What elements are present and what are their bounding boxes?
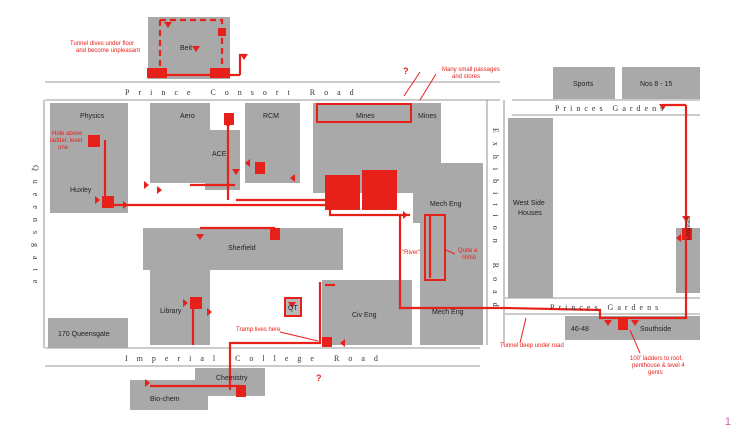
label-sherfield: Sherfield [228,245,256,252]
mines-outline [316,103,412,123]
marker-rcm [255,162,265,174]
label-linstead: Linstead [686,217,692,240]
building-physics [50,103,128,213]
road-imperial-college: Imperial College Road [125,354,387,363]
note-ladders-1: 100' ladders to roof, [630,356,683,362]
building-nos [622,67,700,99]
building-46-48 [565,316,603,340]
building-mech-eng-top [413,163,483,223]
label-46-48: 46-48 [571,326,589,333]
building-sports [553,67,615,99]
marker-southside [618,318,628,330]
note-question-2: ? [316,373,322,383]
tunnel-routes [103,18,688,390]
label-beit: Beit [180,45,192,52]
page-number: 1 [724,416,731,428]
note-small-passages-2: and stores [452,74,480,80]
road-prince-consort: Prince Consort Road [125,88,363,97]
label-nos: Nos 8 - 15 [640,81,672,88]
marker-sherfield [270,228,280,240]
note-hole-1: Hole above [52,131,83,137]
label-biochem: Bio-chem [150,396,180,403]
building-civ-eng [322,280,412,345]
label-queensgate-170: 170 Queensgate [58,331,110,338]
label-qt: QT [288,305,298,312]
note-tunnel-dives-2: and become unpleasant [76,48,140,54]
note-leaders [279,71,641,354]
buildings [48,17,700,410]
building-west-side [508,118,553,298]
note-tramp: Tramp lives here [236,327,281,333]
label-rcm: RCM [263,113,279,120]
label-southside: Southside [640,326,671,333]
note-ladders-2: penthouse & level 4 [632,363,685,369]
note-climb-1: Quite a [458,248,478,254]
building-ace [205,130,240,190]
qt-outline [284,297,302,317]
note-hole-3: one [58,145,69,151]
marker-ace [224,113,234,125]
arrows [92,22,690,387]
road-princes-gardens-bottom: Princes Gardens [550,303,662,312]
label-sports: Sports [573,81,594,88]
marker-chemistry [236,385,246,397]
note-tunnel-deep: Tunnel deep under road [500,343,564,349]
marker-beit-top [218,28,226,36]
label-mines2: Mines [418,113,437,120]
label-west-side-1: West Side [513,200,545,207]
note-climb-2: climb [462,255,477,261]
label-west-side-2: Houses [518,210,542,217]
label-huxley: Huxley [70,187,92,194]
building-queensgate-170 [48,318,128,348]
label-library: Library [160,308,182,315]
marker-beit-left [147,68,167,78]
note-question-1: ? [403,66,409,76]
label-physics: Physics [80,113,105,120]
river-outline [424,214,446,281]
road-queensgate: Queensgate [31,165,40,292]
note-ladders-3: gents [648,370,663,376]
marker-linstead [682,228,692,240]
road-princes-gardens-top: Princes Gardens [555,104,667,113]
marker-library [190,297,202,309]
building-rcm [245,103,300,183]
label-ace: ACE [212,151,227,158]
red-markers [88,28,692,397]
note-tunnel-dives-1: Tunnel dives under floor [70,41,134,47]
marker-beit-right [210,68,230,78]
label-chemistry: Chemistry [216,375,248,382]
note-hole-2: ladder, level [50,138,82,144]
note-river: "River" [402,250,420,256]
building-aero [150,103,210,183]
building-sherfield [143,228,343,270]
building-biochem [130,380,208,410]
note-small-passages-1: Many small passages [442,67,500,73]
label-mech-eng-top: Mech Eng [430,201,462,208]
label-mech-eng-bottom: Mech Eng [432,309,464,316]
marker-civ-eng [322,337,332,347]
label-mines: Mines [356,113,375,120]
marker-huxley [102,196,114,208]
marker-mines-1 [325,175,360,210]
road-exhibition: Exhibition Road [491,128,500,316]
label-civ-eng: Civ Eng [352,312,377,319]
label-aero: Aero [180,113,195,120]
building-mines2 [413,103,441,163]
